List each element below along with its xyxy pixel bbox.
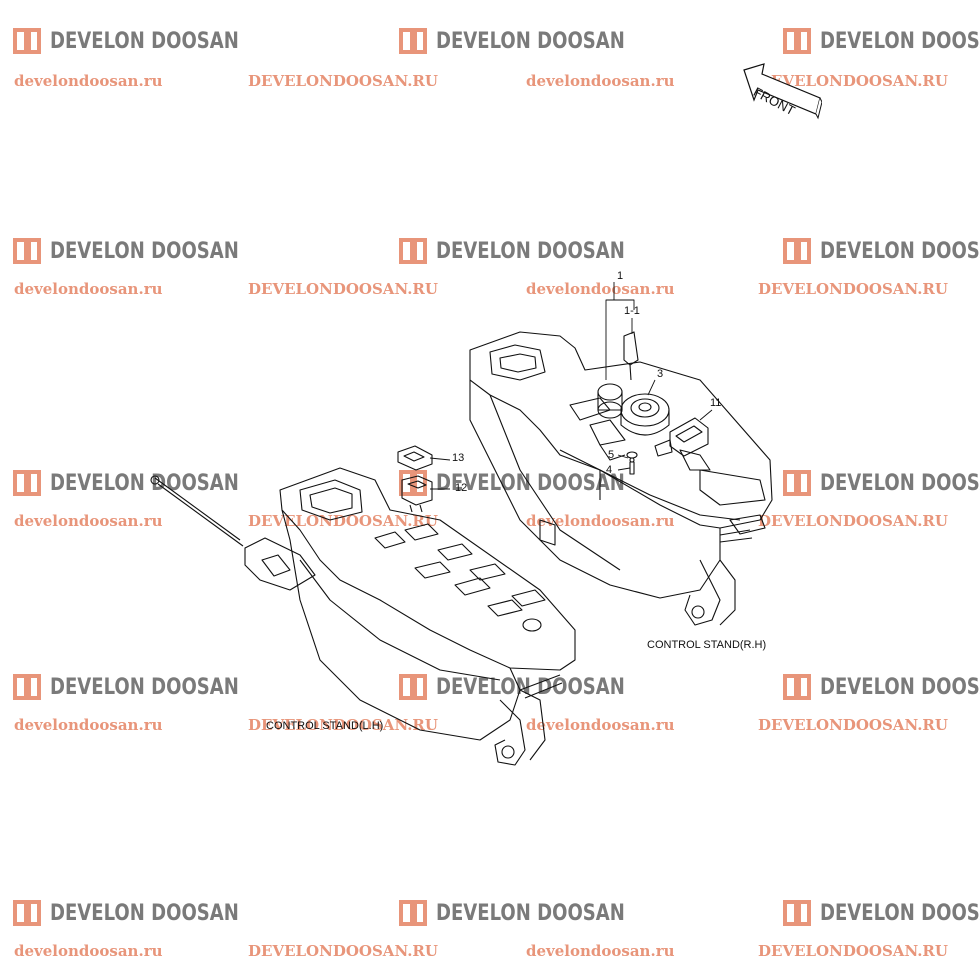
watermark-brand: DEVELON DOOSAN: [820, 28, 980, 54]
watermark-url: develondoosan.ru: [526, 72, 675, 90]
watermark-url: DEVELONDOOSAN.RU: [758, 716, 948, 734]
callout-12: 12: [455, 482, 468, 494]
watermark-url: DEVELONDOOSAN.RU: [758, 280, 948, 298]
develon-logo-icon: [399, 28, 427, 54]
watermark-brand: DEVELON DOOSAN: [50, 470, 239, 496]
watermark-row2-right: DEVELON DOOSAN: [782, 236, 980, 266]
callout-1-1: 1-1: [624, 305, 640, 317]
watermark-brand: DEVELON DOOSAN: [50, 900, 239, 926]
watermark-brand: DEVELON DOOSAN: [820, 674, 980, 700]
watermark-brand: DEVELON DOOSAN: [50, 238, 239, 264]
watermark-row2-left: DEVELON DOOSAN: [12, 236, 280, 266]
watermark-brand: DEVELON DOOSAN: [436, 28, 625, 54]
watermark-url: develondoosan.ru: [526, 716, 675, 734]
watermark-url: develondoosan.ru: [526, 942, 675, 960]
watermark-brand: DEVELON DOOSAN: [820, 900, 980, 926]
watermark-row3-right: DEVELON DOOSAN: [782, 468, 980, 498]
callout-11: 11: [710, 397, 722, 409]
leader-lines: [429, 282, 713, 490]
watermark-row4-right: DEVELON DOOSAN: [782, 672, 980, 702]
watermark-url: develondoosan.ru: [14, 512, 163, 530]
watermark-url: develondoosan.ru: [526, 512, 675, 530]
watermark-url: DEVELONDOOSAN.RU: [248, 716, 438, 734]
watermark-url: develondoosan.ru: [526, 280, 675, 298]
watermark-url: DEVELONDOOSAN.RU: [758, 942, 948, 960]
watermark-brand: DEVELON DOOSAN: [50, 674, 239, 700]
watermark-url: DEVELONDOOSAN.RU: [248, 942, 438, 960]
develon-logo-icon: [783, 674, 811, 700]
caption-control-stand-lh: CONTROL STAND(L.H): [266, 720, 384, 732]
watermark-brand: DEVELON DOOSAN: [436, 900, 625, 926]
watermark-url: DEVELONDOOSAN.RU: [758, 72, 948, 90]
left-control-stand: [150, 445, 576, 766]
watermark-top-center: DEVELON DOOSAN: [398, 26, 666, 56]
develon-logo-icon: [783, 238, 811, 264]
watermark-brand: DEVELON DOOSAN: [820, 470, 980, 496]
callout-4: 4: [606, 464, 613, 476]
develon-logo-icon: [13, 674, 41, 700]
develon-logo-icon: [399, 238, 427, 264]
watermark-row4-left: DEVELON DOOSAN: [12, 672, 280, 702]
watermark-top-left: DEVELON DOOSAN: [12, 26, 280, 56]
watermark-brand: DEVELON DOOSAN: [436, 238, 625, 264]
watermark-top-right: DEVELON DOOSAN: [782, 26, 980, 56]
watermark-url: DEVELONDOOSAN.RU: [758, 512, 948, 530]
watermark-row5-center: DEVELON DOOSAN: [398, 898, 666, 928]
watermark-url: develondoosan.ru: [14, 716, 163, 734]
watermark-row5-left: DEVELON DOOSAN: [12, 898, 280, 928]
develon-logo-icon: [13, 470, 41, 496]
develon-logo-icon: [783, 900, 811, 926]
develon-logo-icon: [783, 470, 811, 496]
watermark-url: DEVELONDOOSAN.RU: [248, 72, 438, 90]
develon-logo-icon: [399, 674, 427, 700]
develon-logo-icon: [13, 28, 41, 54]
watermark-url: develondoosan.ru: [14, 280, 163, 298]
watermark-url: DEVELONDOOSAN.RU: [248, 280, 438, 298]
right-control-stand: [469, 331, 773, 626]
develon-logo-icon: [13, 238, 41, 264]
callout-5: 5: [608, 449, 615, 461]
develon-logo-icon: [783, 28, 811, 54]
watermark-brand: DEVELON DOOSAN: [820, 238, 980, 264]
watermark-brand: DEVELON DOOSAN: [436, 470, 625, 496]
watermark-row3-center: DEVELON DOOSAN: [398, 468, 666, 498]
watermark-url: develondoosan.ru: [14, 72, 163, 90]
front-arrow-icon: [743, 63, 822, 120]
develon-logo-icon: [13, 900, 41, 926]
watermark-row3-left: DEVELON DOOSAN: [12, 468, 280, 498]
watermark-row2-center: DEVELON DOOSAN: [398, 236, 666, 266]
caption-control-stand-rh: CONTROL STAND(R.H): [647, 639, 767, 651]
callout-3: 3: [657, 368, 664, 380]
develon-logo-icon: [399, 900, 427, 926]
callout-13: 13: [452, 452, 465, 464]
watermark-row5-right: DEVELON DOOSAN: [782, 898, 980, 928]
watermark-url: develondoosan.ru: [14, 942, 163, 960]
callout-1: 1: [617, 270, 624, 282]
watermark-brand: DEVELON DOOSAN: [50, 28, 239, 54]
